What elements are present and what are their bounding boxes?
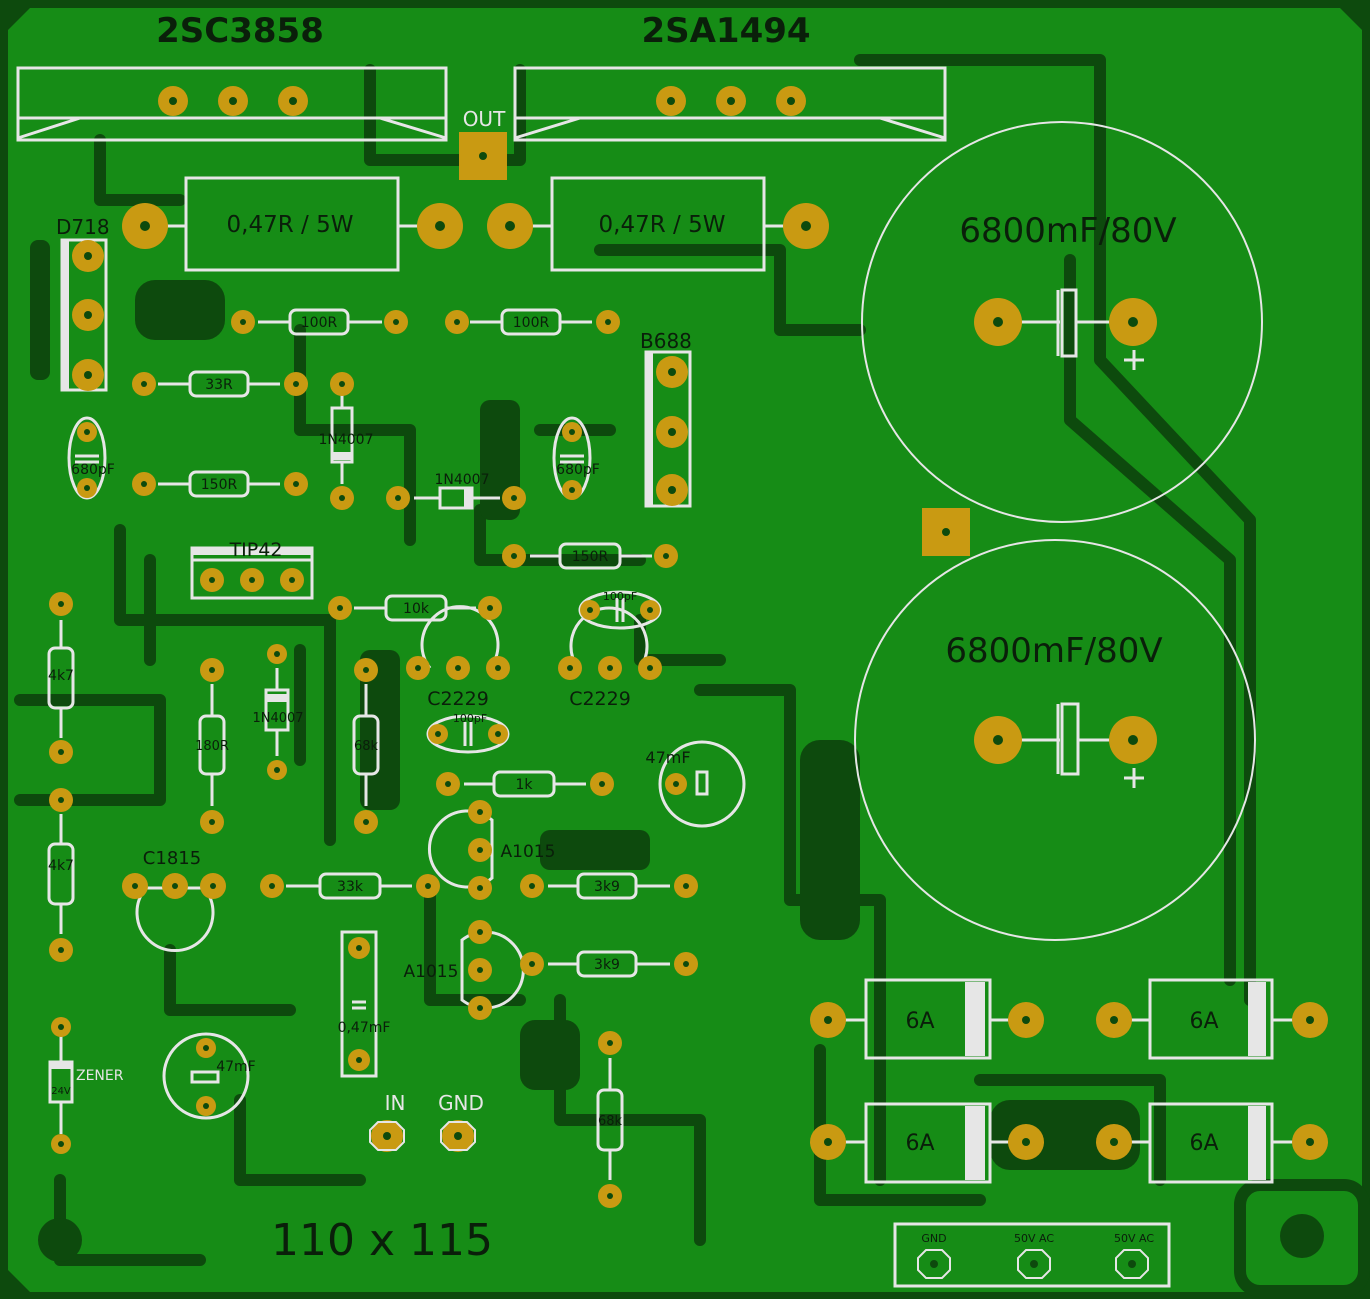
label-2sa1494: 2SA1494 xyxy=(641,11,810,51)
label-in: IN xyxy=(385,1091,406,1115)
drill-holes xyxy=(58,97,1314,1268)
label-c2229a: C2229 xyxy=(427,688,489,710)
label-c100a: 100pF xyxy=(603,590,637,603)
label-r33k: 33k xyxy=(337,879,364,895)
label-r4k7a: 4k7 xyxy=(48,668,74,684)
label-terminal-ac2: 50V AC xyxy=(1114,1232,1154,1245)
label-terminal-ac1: 50V AC xyxy=(1014,1232,1054,1245)
labels: 2SC3858 2SA1494 OUT 0,47R / 5W 0,47R / 5… xyxy=(48,11,1218,1266)
c047-body xyxy=(340,930,378,1078)
label-r3k9b: 3k9 xyxy=(594,957,620,973)
label-c100b: 100pF xyxy=(453,712,487,725)
label-r150b: 150R xyxy=(572,549,609,565)
label-board-size: 110 x 115 xyxy=(271,1215,493,1266)
label-r33: 33R xyxy=(205,377,233,393)
label-d1n4007a: 1N4007 xyxy=(318,432,373,448)
label-c047: 0,47mF xyxy=(338,1020,391,1036)
label-d718: D718 xyxy=(56,215,110,239)
main-cap-2 xyxy=(854,539,1256,941)
label-terminal-gnd: GND xyxy=(921,1232,946,1245)
label-d1n4007c: 1N4007 xyxy=(252,711,303,726)
label-r68kb: 68k xyxy=(598,1114,623,1129)
label-zener-voltage: 24V xyxy=(51,1086,71,1097)
label-r10k: 10k xyxy=(403,601,430,617)
label-6a-3: 6A xyxy=(905,1131,934,1156)
label-a1015a: A1015 xyxy=(501,842,556,862)
label-2sc3858: 2SC3858 xyxy=(156,11,324,51)
label-r68ka: 68k xyxy=(354,739,379,754)
label-b688: B688 xyxy=(640,329,692,353)
label-c47a: 47mF xyxy=(645,748,690,767)
mounting-hole-left xyxy=(38,1218,82,1262)
r047a-body xyxy=(184,176,400,272)
label-r100b: 100R xyxy=(513,315,550,331)
c47b-body xyxy=(162,1032,250,1120)
label-c680a: 680pF xyxy=(71,462,115,478)
label-r180: 180R xyxy=(195,739,229,754)
q2-body xyxy=(513,66,947,142)
label-r150a: 150R xyxy=(201,477,238,493)
mounting-holes xyxy=(38,1179,1370,1297)
label-gnd: GND xyxy=(438,1091,484,1115)
label-6a-1: 6A xyxy=(905,1009,934,1034)
label-c47b: 47mF xyxy=(216,1059,256,1075)
label-r047a: 0,47R / 5W xyxy=(227,212,354,238)
small-resistor-bodies xyxy=(47,308,670,1180)
label-r3k9a: 3k9 xyxy=(594,879,620,895)
label-tip42: TIP42 xyxy=(229,539,283,561)
c47a-body xyxy=(658,740,746,828)
label-r4k7b: 4k7 xyxy=(48,858,74,874)
q1-body xyxy=(16,66,448,142)
label-a1015b: A1015 xyxy=(404,962,459,982)
label-main-cap-1: 6800mF/80V xyxy=(959,211,1176,251)
io-pad-rings xyxy=(369,1121,476,1151)
label-c2229b: C2229 xyxy=(569,688,631,710)
main-cap-1 xyxy=(861,121,1263,523)
label-r1k: 1k xyxy=(515,777,533,793)
mounting-hole-right xyxy=(1280,1214,1324,1258)
label-main-cap-2: 6800mF/80V xyxy=(945,631,1162,671)
label-d1n4007b: 1N4007 xyxy=(434,472,489,488)
label-zener: ZENER xyxy=(76,1068,124,1084)
label-r100a: 100R xyxy=(301,315,338,331)
label-c1815: C1815 xyxy=(143,848,201,869)
terminal-block xyxy=(893,1222,1171,1288)
silk-bands xyxy=(50,240,1266,1180)
label-6a-4: 6A xyxy=(1189,1131,1218,1156)
r047b-body xyxy=(550,176,766,272)
label-6a-2: 6A xyxy=(1189,1009,1218,1034)
label-out: OUT xyxy=(463,107,506,131)
label-r047b: 0,47R / 5W xyxy=(599,212,726,238)
isolation-gaps xyxy=(14,54,1256,1266)
label-c680b: 680pF xyxy=(556,462,600,478)
